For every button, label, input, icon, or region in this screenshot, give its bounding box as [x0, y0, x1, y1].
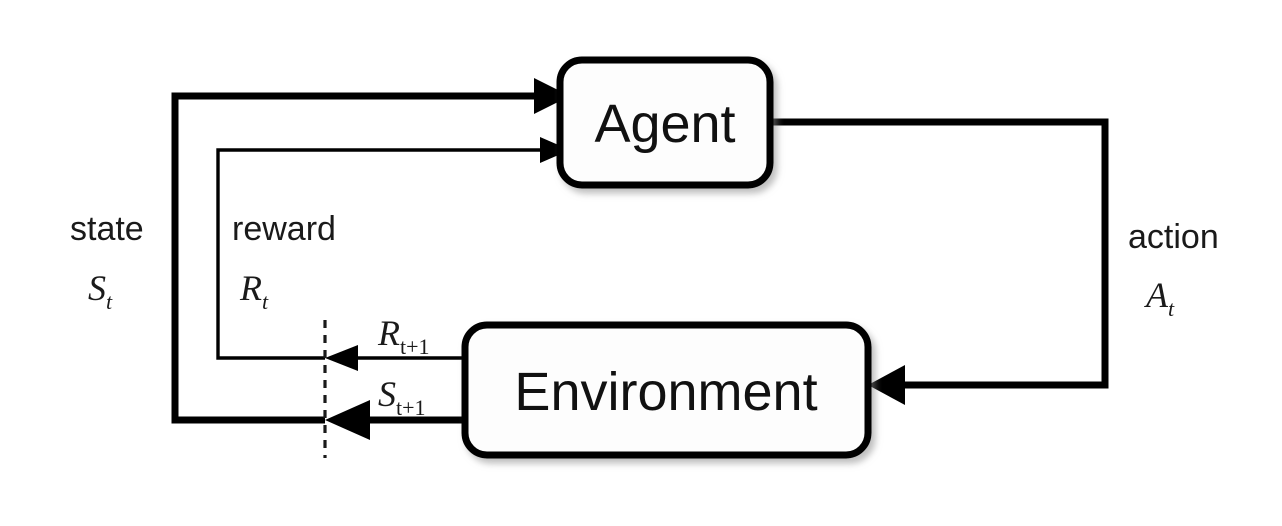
edge-next-state [325, 400, 465, 440]
action-word-label: action [1128, 218, 1219, 256]
label-action-group: action At [1128, 218, 1219, 321]
state-symbol-subscript: t [106, 289, 113, 314]
next-state-symbol-base: S [378, 374, 396, 414]
reward-symbol-subscript: t [262, 289, 269, 314]
action-edge-path [770, 118, 1109, 389]
action-arrowhead-into-environment [868, 365, 905, 405]
environment-label: Environment [514, 362, 817, 422]
state-word-label: state [70, 210, 144, 248]
environment-box[interactable] [461, 321, 872, 459]
action-symbol-subscript: t [1168, 296, 1175, 321]
node-environment[interactable]: Environment [461, 321, 872, 459]
reward-symbol-label: Rt [239, 268, 269, 314]
reward-edge-path [216, 148, 540, 360]
reward-word-label: reward [232, 210, 336, 248]
agent-label: Agent [594, 94, 735, 154]
state-symbol-base: S [88, 268, 106, 308]
node-agent[interactable]: Agent [556, 56, 774, 189]
agent-box[interactable] [556, 56, 774, 189]
label-next-reward-group: Rt+1 [377, 313, 430, 359]
label-state-group: state St [70, 210, 144, 314]
next-state-symbol-subscript: t+1 [396, 395, 426, 420]
edge-state-loop [171, 78, 570, 424]
state-arrowhead-into-agent [534, 78, 570, 114]
state-symbol-label: St [88, 268, 113, 314]
edge-reward-loop [216, 137, 570, 360]
action-symbol-base: A [1144, 275, 1169, 315]
label-reward-group: reward Rt [232, 210, 336, 314]
reward-arrowhead-into-agent [540, 137, 570, 163]
edge-action-loop [770, 118, 1109, 405]
action-symbol-label: At [1144, 275, 1175, 321]
edge-next-reward [325, 345, 465, 371]
reward-symbol-base: R [239, 268, 262, 308]
next-reward-symbol-base: R [377, 313, 400, 353]
state-edge-path [171, 92, 534, 424]
next-reward-symbol-label: Rt+1 [377, 313, 430, 359]
next-state-arrowhead [325, 400, 370, 440]
label-next-state-group: St+1 [378, 374, 426, 420]
next-reward-arrowhead [325, 345, 358, 371]
next-state-symbol-label: St+1 [378, 374, 426, 420]
next-reward-symbol-subscript: t+1 [400, 334, 430, 359]
